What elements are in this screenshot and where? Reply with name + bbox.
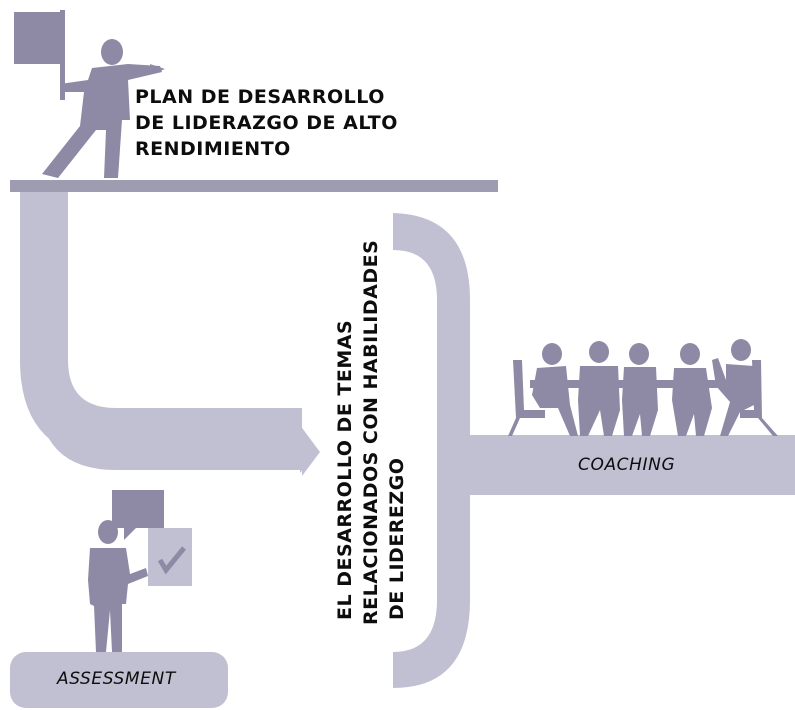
vertical-title-line3: DE LIDEREZGO [386,458,408,620]
flag-pole [60,10,65,100]
vertical-title-line2: RELACIONADOS CON HABILIDADES [360,240,382,625]
assessment-label: ASSESSMENT [56,669,177,689]
vertical-title-line1: EL DESARROLLO DE TEMAS [334,320,356,620]
assessment-pill [10,652,228,708]
flow-arrow-band [38,192,320,476]
coaching-bar [462,435,795,495]
top-bar [10,180,498,192]
flag-icon [14,12,62,64]
plan-title-line2: DE LIDERAZGO DE ALTO [135,112,398,134]
checklist-icon [148,528,192,586]
plan-title-line1: PLAN DE DESARROLLO [135,86,385,108]
assessment-man-icon [88,490,164,652]
pointing-man-icon [42,39,165,178]
meeting-group-icon [508,339,778,436]
speech-bubble-icon [112,490,164,540]
coaching-label: COACHING [578,455,675,475]
plan-title-line3: RENDIMIENTO [135,138,291,160]
